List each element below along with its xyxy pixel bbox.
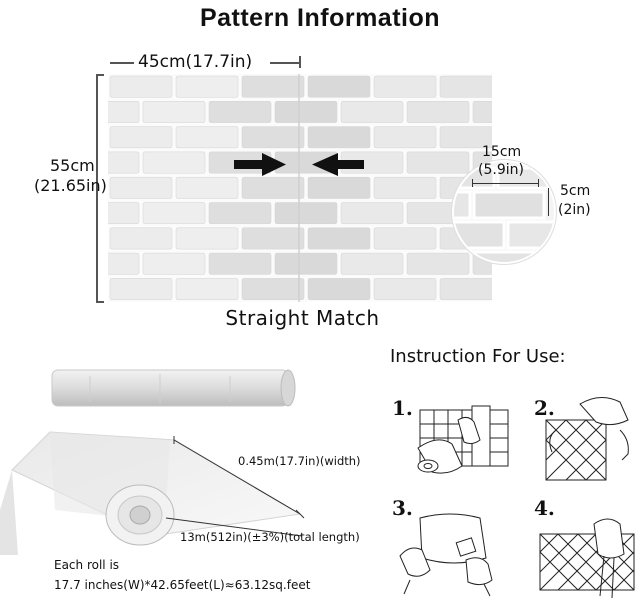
brick xyxy=(109,227,173,250)
pattern-height-label-2: (21.65in) xyxy=(34,176,107,195)
zoom-height-label-2: (2in) xyxy=(558,202,591,218)
brick xyxy=(142,252,206,275)
brick xyxy=(241,176,305,199)
brick xyxy=(175,278,239,300)
zoom-width-line xyxy=(472,183,538,184)
step-3-apply-illustration xyxy=(399,513,493,597)
step-1-number: 1. xyxy=(392,396,413,420)
page-title: Pattern Information xyxy=(199,4,441,32)
brick xyxy=(142,151,206,174)
sheet-width-dimension-line xyxy=(173,439,301,515)
roll-note-line-1: Each roll is xyxy=(54,558,120,572)
brick-zoom-circle xyxy=(452,160,556,264)
width-dimension-tick-right xyxy=(299,56,301,68)
match-type-label: Straight Match xyxy=(225,306,380,330)
sheet-length-dimension-line xyxy=(165,517,303,537)
roll-width-spec: 0.45m(17.7in)(width) xyxy=(238,454,361,468)
brick xyxy=(142,202,206,225)
height-dimension-line xyxy=(96,74,98,302)
step-4-smooth-illustration xyxy=(539,518,635,599)
brick xyxy=(108,252,140,275)
brick xyxy=(307,176,371,199)
brick xyxy=(373,227,437,250)
brick xyxy=(406,101,470,123)
brick xyxy=(109,75,173,98)
rolled-end xyxy=(50,432,175,546)
brick xyxy=(373,126,437,149)
brick xyxy=(406,252,470,275)
pattern-height-label-1: 55cm xyxy=(50,156,95,175)
zoom-width-label-2: (5.9in) xyxy=(478,162,524,178)
brick xyxy=(108,101,140,123)
brick xyxy=(439,126,492,149)
zoom-width-label-1: 15cm xyxy=(482,144,522,160)
step-3-number: 3. xyxy=(392,496,413,520)
brick xyxy=(373,75,437,98)
brick xyxy=(439,278,492,300)
brick xyxy=(241,227,305,250)
brick xyxy=(108,202,140,225)
instructions-title: Instruction For Use: xyxy=(390,346,566,367)
zoom-height-line xyxy=(548,188,549,216)
brick xyxy=(373,278,437,300)
zoom-width-tick-right xyxy=(538,179,539,187)
pattern-width-label: 45cm(17.7in) xyxy=(138,52,253,72)
brick xyxy=(373,176,437,199)
brick xyxy=(241,126,305,149)
brick xyxy=(208,101,272,123)
brick xyxy=(307,227,371,250)
brick xyxy=(241,278,305,300)
step-1-measure-cut-illustration xyxy=(417,405,509,474)
brick xyxy=(307,126,371,149)
width-dimension-line-right xyxy=(270,62,300,64)
brick xyxy=(274,202,338,225)
height-dimension-tick-top xyxy=(96,74,104,76)
brick xyxy=(340,101,404,123)
wallpaper-roll-illustration xyxy=(0,369,305,555)
brick xyxy=(208,202,272,225)
brick xyxy=(307,75,371,98)
zoom-height-label-1: 5cm xyxy=(560,183,591,199)
roll-length-spec: 13m(512in)(±3%)(total length) xyxy=(180,530,360,544)
brick xyxy=(340,202,404,225)
roll-note-line-2: 17.7 inches(W)*42.65feet(L)≈63.12sq.feet xyxy=(54,578,311,592)
brick xyxy=(307,278,371,300)
brick xyxy=(175,75,239,98)
step-2-number: 2. xyxy=(534,396,555,420)
height-dimension-tick-bottom xyxy=(96,301,104,303)
brick xyxy=(472,101,492,123)
brick xyxy=(406,151,470,174)
brick xyxy=(439,75,492,98)
brick xyxy=(109,278,173,300)
brick xyxy=(109,176,173,199)
sheet-width-tick-end xyxy=(295,509,305,519)
brick xyxy=(241,75,305,98)
brick xyxy=(142,101,206,123)
brick xyxy=(175,176,239,199)
brick xyxy=(175,126,239,149)
brick xyxy=(175,227,239,250)
brick xyxy=(109,126,173,149)
step-2-peel-illustration xyxy=(545,397,629,481)
step-4-number: 4. xyxy=(534,496,555,520)
brick xyxy=(274,252,338,275)
zoom-width-tick-left xyxy=(472,179,473,187)
brick xyxy=(274,101,338,123)
width-dimension-line-left xyxy=(110,62,134,64)
brick xyxy=(208,252,272,275)
arrow-right-icon xyxy=(234,153,286,176)
brick xyxy=(108,151,140,174)
arrow-left-icon xyxy=(312,153,364,176)
closed-roll xyxy=(51,369,296,407)
brick xyxy=(340,252,404,275)
